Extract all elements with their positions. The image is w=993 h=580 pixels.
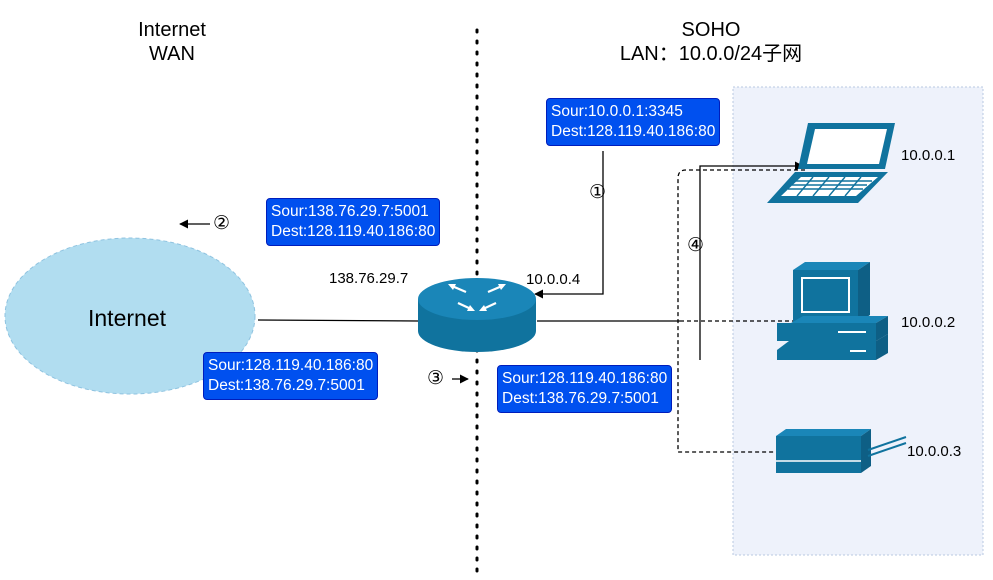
host-ip-desktop: 10.0.0.2 bbox=[901, 314, 956, 331]
step-3-marker: ③ bbox=[427, 367, 445, 389]
packet-source: Sour:138.76.29.7:5001 bbox=[271, 203, 429, 220]
arrow-step4 bbox=[699, 161, 804, 360]
arrow-step1 bbox=[534, 151, 604, 299]
packet-destination: Dest:138.76.29.7:5001 bbox=[502, 390, 659, 407]
lan-heading: SOHO LAN：10.0.0/24子网 bbox=[596, 18, 826, 66]
router-wan-ip: 138.76.29.7 bbox=[329, 270, 409, 287]
packet-box-step1: Sour:10.0.0.1:3345 Dest:128.119.40.186:8… bbox=[546, 98, 721, 146]
wan-heading-line1: Internet bbox=[138, 19, 206, 41]
packet-source: Sour:10.0.0.1:3345 bbox=[551, 103, 683, 120]
step-1-marker: ① bbox=[589, 181, 607, 203]
lan-heading-line2: LAN：10.0.0/24子网 bbox=[619, 43, 803, 65]
host-ip-laptop: 10.0.0.1 bbox=[901, 147, 956, 164]
lan-heading-line1: SOHO bbox=[681, 19, 741, 41]
packet-source: Sour:128.119.40.186:80 bbox=[208, 357, 374, 374]
internet-cloud bbox=[4, 237, 256, 395]
wan-heading-line2: WAN bbox=[149, 43, 195, 65]
packet-destination: Dest:138.76.29.7:5001 bbox=[208, 377, 365, 394]
router-lan-ip: 10.0.0.4 bbox=[526, 271, 581, 288]
router-icon bbox=[418, 278, 536, 352]
host-ip-printer: 10.0.0.3 bbox=[907, 443, 962, 460]
printer-icon bbox=[776, 429, 907, 473]
packet-source: Sour:128.119.40.186:80 bbox=[502, 370, 668, 387]
internet-cloud-label: Internet bbox=[88, 305, 166, 331]
desktop-pc-icon bbox=[777, 262, 888, 360]
packet-box-step3: Sour:128.119.40.186:80 Dest:138.76.29.7:… bbox=[203, 352, 379, 400]
packet-box-step4: Sour:128.119.40.186:80 Dest:138.76.29.7:… bbox=[497, 365, 673, 413]
wan-link bbox=[257, 319, 419, 322]
packet-destination: Dest:128.119.40.186:80 bbox=[271, 223, 436, 240]
laptop-icon bbox=[767, 123, 895, 203]
step-4-marker: ④ bbox=[687, 234, 705, 256]
lan-bus bbox=[677, 169, 805, 453]
wan-heading: Internet WAN bbox=[112, 18, 232, 66]
packet-destination: Dest:128.119.40.186:80 bbox=[551, 123, 716, 140]
packet-box-step2: Sour:138.76.29.7:5001 Dest:128.119.40.18… bbox=[266, 198, 441, 246]
step-2-marker: ② bbox=[213, 212, 231, 234]
